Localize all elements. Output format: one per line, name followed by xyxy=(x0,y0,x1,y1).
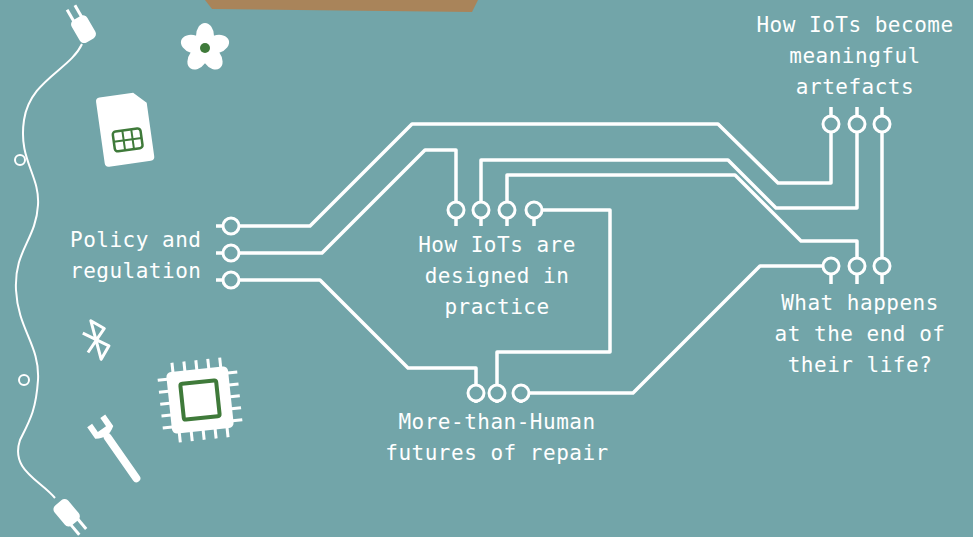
trace-pad xyxy=(223,245,239,261)
label-text: How IoTs are designed in practice xyxy=(412,230,582,323)
circuit-label: More-than-Human futures of repair xyxy=(373,403,621,473)
trace-pad xyxy=(499,202,515,218)
circuit-label: How IoTs become meaningful artefacts xyxy=(744,6,966,107)
cord-loop xyxy=(19,375,29,385)
circuit-label: What happens at the end of their life? xyxy=(761,284,959,385)
trace-pad xyxy=(448,202,464,218)
trace-pad xyxy=(468,385,484,401)
trace-pad xyxy=(526,202,542,218)
trace-pad xyxy=(874,258,890,274)
label-text: Policy and regulation xyxy=(70,225,212,287)
chip-icon xyxy=(156,356,244,444)
plug-icon xyxy=(63,3,98,45)
circuit-trace xyxy=(216,280,476,403)
label-text: More-than-Human futures of repair xyxy=(377,407,617,469)
circuit-trace xyxy=(481,107,857,226)
trace-pad xyxy=(513,385,529,401)
trace-pad xyxy=(473,202,489,218)
bluetooth-icon xyxy=(80,318,112,362)
label-text: What happens at the end of their life? xyxy=(765,288,955,381)
wrench-icon xyxy=(87,415,147,488)
trace-pad xyxy=(489,385,505,401)
circuit-label: How IoTs are designed in practice xyxy=(408,226,586,327)
plug-icon xyxy=(51,497,89,537)
trace-pad xyxy=(223,272,239,288)
trace-pad xyxy=(823,116,839,132)
circuit-label: Policy and regulation xyxy=(66,221,216,291)
circuit-trace xyxy=(216,107,831,226)
label-text: How IoTs become meaningful artefacts xyxy=(748,10,962,103)
trace-pad xyxy=(823,258,839,274)
trace-pad xyxy=(849,258,865,274)
trace-pad xyxy=(223,218,239,234)
trace-pad xyxy=(874,116,890,132)
flower-icon xyxy=(178,23,231,74)
trace-pad xyxy=(849,116,865,132)
sim-card-icon xyxy=(96,91,155,167)
cardboard-scrap xyxy=(205,0,478,12)
cord-loop xyxy=(15,155,25,165)
